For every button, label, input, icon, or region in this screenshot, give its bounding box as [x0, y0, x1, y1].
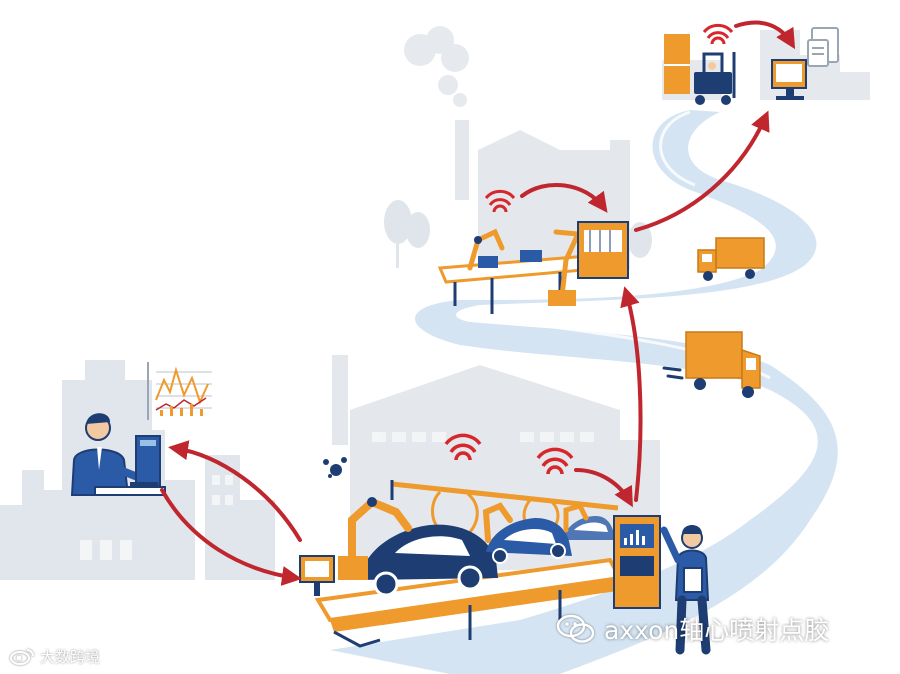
- arrow-factory-to-office: [168, 440, 302, 542]
- wifi-signal-icon-main-1: [444, 433, 482, 461]
- arrow-wifi-to-panel: [574, 468, 633, 508]
- operator-terminal-icon-left: [299, 555, 335, 596]
- robot-arm-icon-mid-1: [467, 228, 505, 271]
- robot-arm-icon-main-2: [482, 502, 513, 543]
- arrow-factory-to-midfactory: [620, 286, 643, 502]
- document-clipboard-icon: [807, 27, 839, 67]
- robot-arm-icon-mid-2: [548, 229, 582, 306]
- watermark-text-right: axxon轴心喷射点胶: [604, 616, 830, 645]
- desktop-computer-icon: [130, 435, 161, 487]
- warehouse-shelving: [664, 34, 690, 94]
- car-body-large: [360, 524, 498, 597]
- weibo-watermark: 大数跨境: [10, 645, 100, 667]
- arrow-warehouse-to-computer: [734, 20, 796, 50]
- wifi-signal-icon-mid: [484, 189, 516, 213]
- office-building-windows: [80, 475, 233, 560]
- wechat-watermark: axxon轴心喷射点胶: [556, 612, 829, 646]
- control-panel-icon: [613, 515, 661, 609]
- delivery-truck-icon-small: [697, 237, 765, 281]
- trees: [384, 200, 652, 268]
- arrow-midfactory-wifi-to-station: [520, 183, 608, 213]
- wifi-signal-icon-main-2: [536, 447, 574, 475]
- delivery-truck-icon-large: [662, 331, 761, 398]
- robot-arm-icon-main-3: [563, 503, 589, 533]
- car-body-medium: [486, 518, 572, 564]
- factory-windows: [372, 432, 594, 442]
- arrow-midfactory-to-warehouse: [634, 110, 770, 232]
- office-desk: [94, 486, 166, 496]
- manager-person: [70, 413, 144, 496]
- warehouse-computer-icon: [771, 59, 807, 100]
- watermark-text-left: 大数跨境: [40, 647, 101, 666]
- weibo-logo-icon: [10, 649, 34, 665]
- paint-splash: [323, 457, 347, 478]
- flow-arrows: [160, 20, 796, 586]
- worker-person: [660, 525, 711, 655]
- smoke-cloud: [404, 26, 469, 107]
- arrow-office-to-terminal: [160, 488, 302, 586]
- wechat-logo-icon: [556, 614, 595, 643]
- robot-arm-icon-main-1: [338, 497, 412, 580]
- packaging-station-icon: [577, 221, 629, 279]
- analytics-chart-icon: [147, 362, 214, 420]
- wifi-signal-icon-warehouse: [702, 23, 734, 45]
- forklift-icon: [694, 52, 736, 105]
- car-body-small: [562, 516, 615, 540]
